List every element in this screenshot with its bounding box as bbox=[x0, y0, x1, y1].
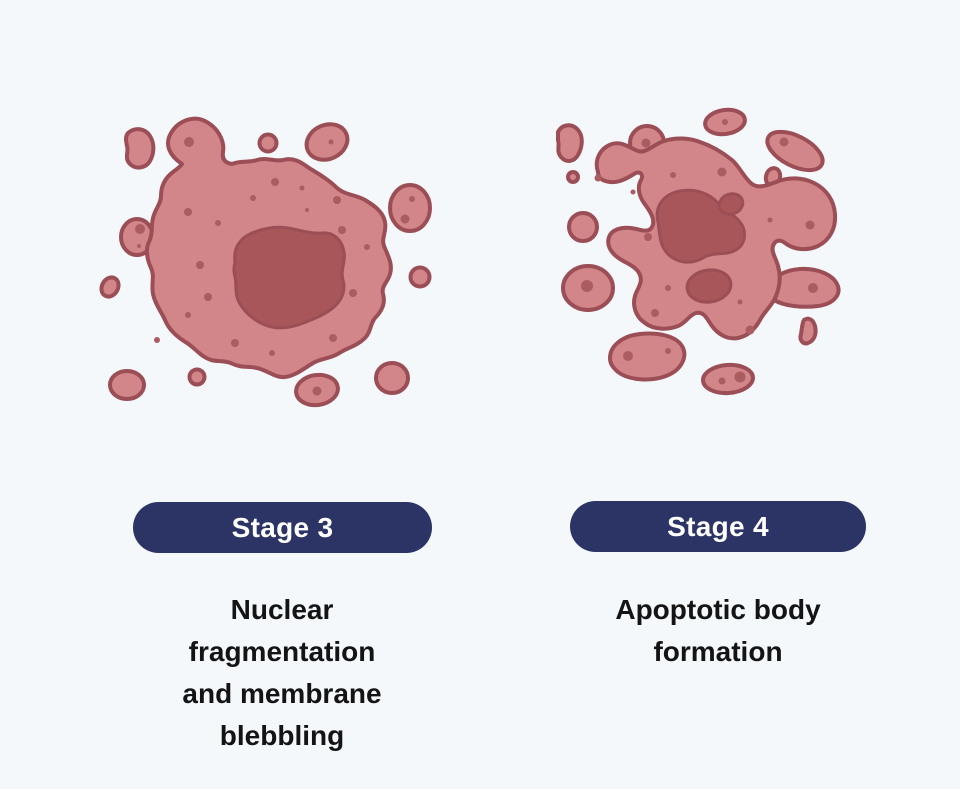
stage3-caption: Nuclear fragmentation and membrane blebb… bbox=[182, 594, 382, 751]
bleb-icon bbox=[388, 183, 432, 233]
apoptotic-body-icon bbox=[701, 362, 755, 396]
bleb-icon bbox=[124, 127, 156, 170]
stage4-apoptotic-bodies bbox=[556, 107, 841, 396]
bleb-icon bbox=[99, 275, 121, 299]
stage3-cell-illustration bbox=[90, 100, 450, 430]
stage3-cytoplasm-specks bbox=[154, 137, 370, 356]
bleb-icon bbox=[257, 132, 279, 154]
stage4-nucleus-fragments bbox=[655, 188, 746, 304]
apoptotic-body-icon bbox=[798, 316, 818, 346]
stage3-membrane-blebs bbox=[99, 122, 432, 408]
bleb-icon bbox=[374, 361, 410, 395]
apoptotic-body-icon bbox=[556, 123, 584, 163]
stage4-cytoplasm-specks bbox=[594, 167, 815, 335]
bleb-icon bbox=[408, 265, 432, 289]
bleb-icon bbox=[108, 369, 146, 401]
bleb-icon bbox=[304, 122, 350, 162]
stage4-cell-svg bbox=[556, 107, 841, 396]
apoptotic-body-icon bbox=[566, 170, 580, 184]
stage4-cell-illustration bbox=[540, 90, 900, 410]
stage3-cell-svg bbox=[99, 116, 432, 408]
stage4-badge: Stage 4 bbox=[570, 501, 866, 552]
stage3-badge: Stage 3 bbox=[133, 502, 432, 553]
apoptotic-body-icon bbox=[567, 211, 599, 243]
stage4-caption: Apoptotic body formation bbox=[615, 594, 821, 667]
stage3-nucleus bbox=[232, 225, 346, 330]
bleb-icon bbox=[187, 367, 207, 387]
apoptotic-body-icon bbox=[608, 331, 687, 382]
nucleus-fragment bbox=[717, 192, 745, 216]
nucleus-fragment bbox=[685, 268, 733, 304]
